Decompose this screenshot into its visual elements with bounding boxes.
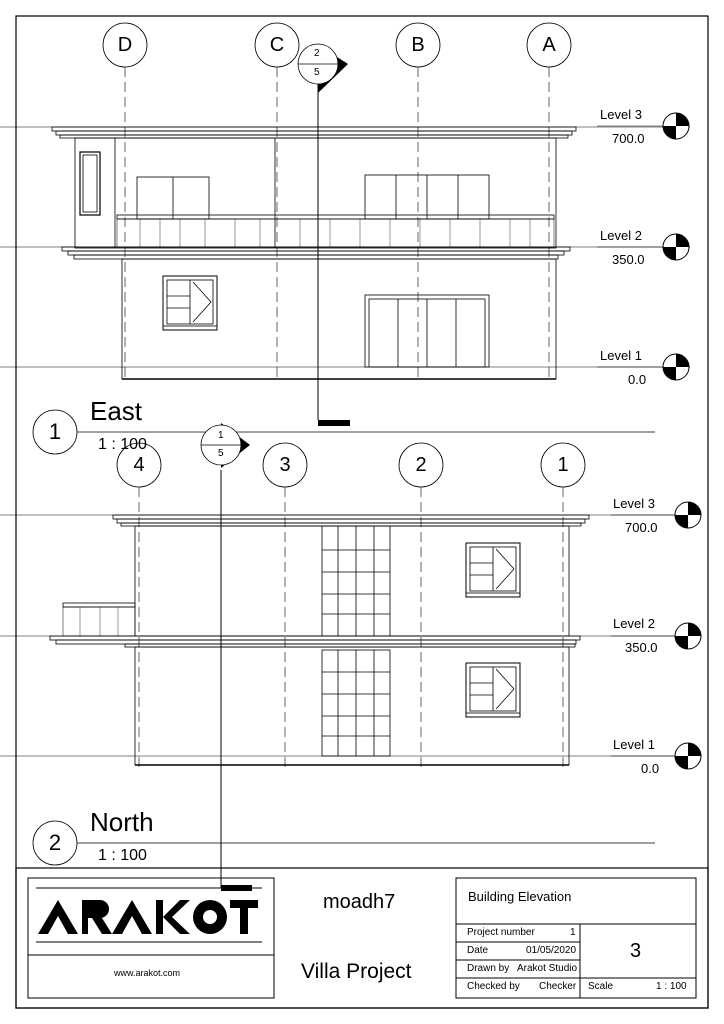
date-label: Date bbox=[467, 945, 489, 956]
arakot-logo bbox=[38, 885, 258, 934]
level-underlines bbox=[597, 125, 675, 757]
east-level-2-name: Level 2 bbox=[600, 228, 642, 243]
grid-label-a: A bbox=[542, 34, 556, 56]
east-level-1-name: Level 1 bbox=[600, 348, 642, 363]
north-level-3-value: 700.0 bbox=[625, 520, 658, 535]
east-section-top: 2 bbox=[314, 48, 320, 59]
east-level-1-value: 0.0 bbox=[628, 372, 647, 387]
title-block bbox=[15, 867, 709, 1009]
east-level-3-name: Level 3 bbox=[600, 107, 642, 122]
drawn-by-label: Drawn by bbox=[467, 963, 510, 974]
grid-label-b: B bbox=[411, 34, 425, 56]
north-level-3-name: Level 3 bbox=[613, 496, 655, 511]
grid-label-4: 4 bbox=[133, 454, 145, 476]
east-level-2-value: 350.0 bbox=[612, 252, 645, 267]
east-elevation bbox=[0, 22, 690, 455]
scale-label: Scale bbox=[588, 981, 614, 992]
checked-by-value: Checker bbox=[539, 981, 577, 992]
north-level-2-value: 350.0 bbox=[625, 640, 658, 655]
scale-value: 1 : 100 bbox=[656, 981, 687, 992]
north-section-top: 1 bbox=[218, 430, 224, 441]
author-name: moadh7 bbox=[323, 891, 396, 913]
level-symbols bbox=[662, 112, 702, 770]
project-name: Villa Project bbox=[301, 960, 412, 983]
grid-label-c: C bbox=[269, 34, 285, 56]
east-view-title: East bbox=[90, 396, 143, 426]
east-view-scale: 1 : 100 bbox=[98, 436, 147, 453]
north-view-number: 2 bbox=[48, 830, 62, 855]
north-view-scale: 1 : 100 bbox=[98, 847, 147, 864]
grid-label-1: 1 bbox=[557, 454, 569, 476]
checked-by-label: Checked by bbox=[467, 981, 520, 992]
east-level-3-value: 700.0 bbox=[612, 131, 645, 146]
sheet-number: 3 bbox=[630, 940, 642, 962]
grid-label-3: 3 bbox=[279, 454, 291, 476]
drawn-by-value: Arakot Studio bbox=[517, 963, 578, 974]
project-number-label: Project number bbox=[467, 927, 535, 938]
north-section-bottom: 5 bbox=[218, 448, 224, 459]
project-number-value: 1 bbox=[570, 927, 576, 938]
date-value: 01/05/2020 bbox=[526, 945, 577, 956]
website-text: www.arakot.com bbox=[114, 968, 181, 978]
north-view-title: North bbox=[90, 807, 154, 837]
north-level-1-name: Level 1 bbox=[613, 737, 655, 752]
east-section-bottom: 5 bbox=[314, 67, 320, 78]
grid-label-d: D bbox=[117, 34, 133, 56]
east-view-number: 1 bbox=[48, 419, 62, 444]
north-level-2-name: Level 2 bbox=[613, 616, 655, 631]
grid-label-2: 2 bbox=[415, 454, 427, 476]
sheet-name: Building Elevation bbox=[468, 889, 572, 904]
north-level-1-value: 0.0 bbox=[641, 761, 660, 776]
